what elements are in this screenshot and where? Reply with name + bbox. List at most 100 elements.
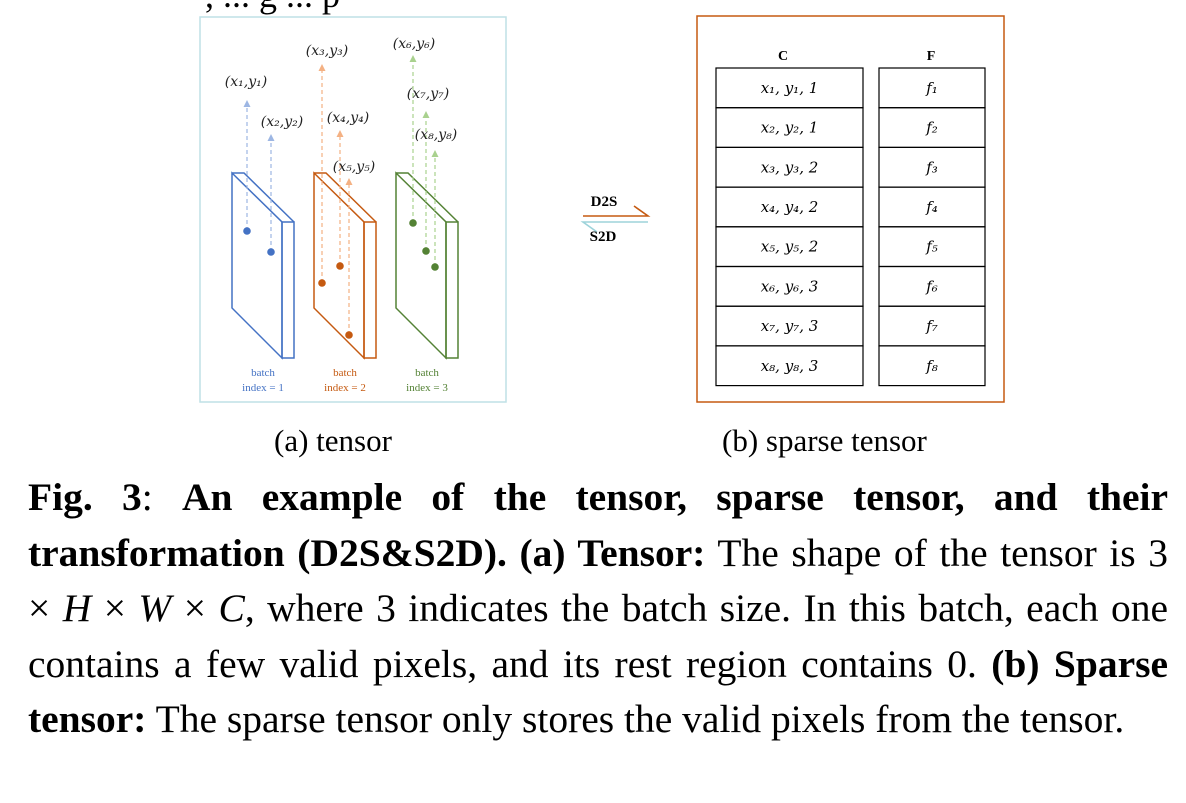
caption-a-text-1: The shape of the tensor is 3 × [28,530,1168,631]
transform-arrows: D2S S2D [580,194,651,245]
s2d-label: S2D [590,229,617,245]
caption-b-text: The sparse tensor only stores the valid … [155,697,1125,741]
caption-title: An example of the tensor, sparse tensor,… [28,475,1169,575]
arrow-head [431,150,439,157]
arrow-head [409,55,417,62]
figure-caption: Fig. 3: An example of the tensor, sparse… [28,470,1168,748]
valid-pixel-6: (x₆,y₆) [393,36,435,227]
arrow-head [318,64,326,71]
sparse-row-3: x₃, y₃, 2 f₃ [715,146,986,188]
d2s-arrow [583,205,651,217]
valid-pixel-4: (x₄,y₄) [327,110,369,270]
pixel-coord-label: (x₄,y₄) [327,110,369,126]
feature-text: f₁ [925,79,938,97]
batch-index-label: index = 3 [406,382,448,394]
slice-side-face [281,221,295,359]
pixel-dot [243,227,251,235]
caption-a-W: W [138,586,172,630]
feature-text: f₃ [925,158,938,176]
subcaption-b: (b) sparse tensor [722,423,927,458]
panel-a-frame [199,16,507,403]
panel-b-frame [696,15,1005,403]
valid-pixel-7: (x₇,y₇) [407,86,449,255]
pixel-dot [318,279,326,287]
coord-text: x₇, y₇, 3 [761,317,819,335]
sparse-row-8: x₈, y₈, 3 f₈ [715,345,986,387]
feature-text: f₅ [925,238,938,256]
pixel-dot [345,331,353,339]
coord-text: x₂, y₂, 1 [761,119,819,137]
tensor-slice-2: batch index = 2 [313,171,377,394]
pixel-coord-label: (x₆,y₆) [393,36,435,52]
sparse-row-5: x₅, y₅, 2 f₅ [715,226,986,268]
pixel-coord-label: (x₅,y₅) [333,159,375,175]
caption-a-C: C [218,586,245,630]
arrow-head [422,111,430,118]
arrow-head [243,100,251,107]
pixel-dot [336,262,344,270]
figure-label: Fig. 3 [28,475,142,519]
sparse-row-1: x₁, y₁, 1 f₁ [715,67,986,109]
arrow-head [336,130,344,137]
coord-text: x₆, y₆, 3 [761,277,819,295]
caption-times: × [183,586,207,630]
coord-text: x₈, y₈, 3 [761,357,819,375]
valid-pixel-3: (x₃,y₃) [306,43,348,287]
feature-text: f₆ [925,277,938,295]
coord-text: x₄, y₄, 2 [761,198,819,216]
feature-text: f₇ [925,317,938,335]
sparse-row-2: x₂, y₂, 1 f₂ [715,107,986,148]
valid-pixel-2: (x₂,y₂) [261,114,303,256]
batch-label: batch [333,367,357,379]
batch-index-label: index = 2 [324,382,366,394]
s2d-arrow [580,221,648,233]
valid-pixel-5: (x₅,y₅) [333,159,375,339]
arrow-head [345,178,353,185]
slice-top-edge [314,172,377,223]
sparse-tensor-illustration: C F x₁, y₁, 1 f₁ x₂, y₂, 1 f₂ x₃, y₃, 2 f₃ x₄,… [580,15,1005,403]
pixel-dot [431,263,439,271]
arrow-head [267,134,275,141]
coord-text: x₃, y₃, 2 [761,158,819,176]
tensor-slice-1: batch index = 1 [231,171,295,394]
sparse-row-6: x₆, y₆, 3 f₆ [715,265,986,307]
pixel-dot [422,247,430,255]
batch-label: batch [251,367,275,379]
caption-a-label: (a) Tensor: [519,530,706,575]
col-c-header: C [778,49,788,64]
sparse-row-7: x₇, y₇, 3 f₇ [715,305,986,347]
coord-text: x₁, y₁, 1 [761,79,819,97]
tensor-illustration: batch index = 1 batch index = 2 batch index =… [199,16,507,403]
slice-side-face [363,221,377,359]
subcaption-a: (a) tensor [274,423,392,458]
pixel-coord-label: (x₈,y₈) [415,127,457,143]
batch-label: batch [415,367,439,379]
tensor-slice-3: batch index = 3 [395,171,459,394]
pixel-coord-label: (x₁,y₁) [225,74,267,90]
pixel-dot [267,248,275,256]
batch-index-label: index = 1 [242,382,284,394]
caption-a-text-2: , where 3 indicates the batch size. In t… [28,586,1168,686]
feature-text: f₂ [925,119,938,137]
caption-sep: : [141,475,153,519]
cropped-preceding-text: , ... g ... p [205,0,340,16]
coord-text: x₅, y₅, 2 [761,238,819,256]
feature-cell [878,345,986,387]
caption-a-H: H [62,586,92,630]
pixel-coord-label: (x₃,y₃) [306,43,348,59]
valid-pixel-1: (x₁,y₁) [225,74,267,235]
slice-top-edge [396,172,459,223]
pixel-dot [409,219,417,227]
coord-cell [715,345,864,387]
valid-pixel-8: (x₈,y₈) [415,127,457,271]
d2s-label: D2S [591,194,618,210]
pixel-coord-label: (x₂,y₂) [261,114,303,130]
pixel-coord-label: (x₇,y₇) [407,86,449,102]
slice-top-edge [232,172,295,223]
feature-text: f₈ [925,357,938,375]
caption-times: × [103,586,126,630]
col-f-header: F [927,49,936,64]
slice-side-face [445,221,459,359]
caption-b-label: (b) Sparse tensor: [28,641,1169,742]
